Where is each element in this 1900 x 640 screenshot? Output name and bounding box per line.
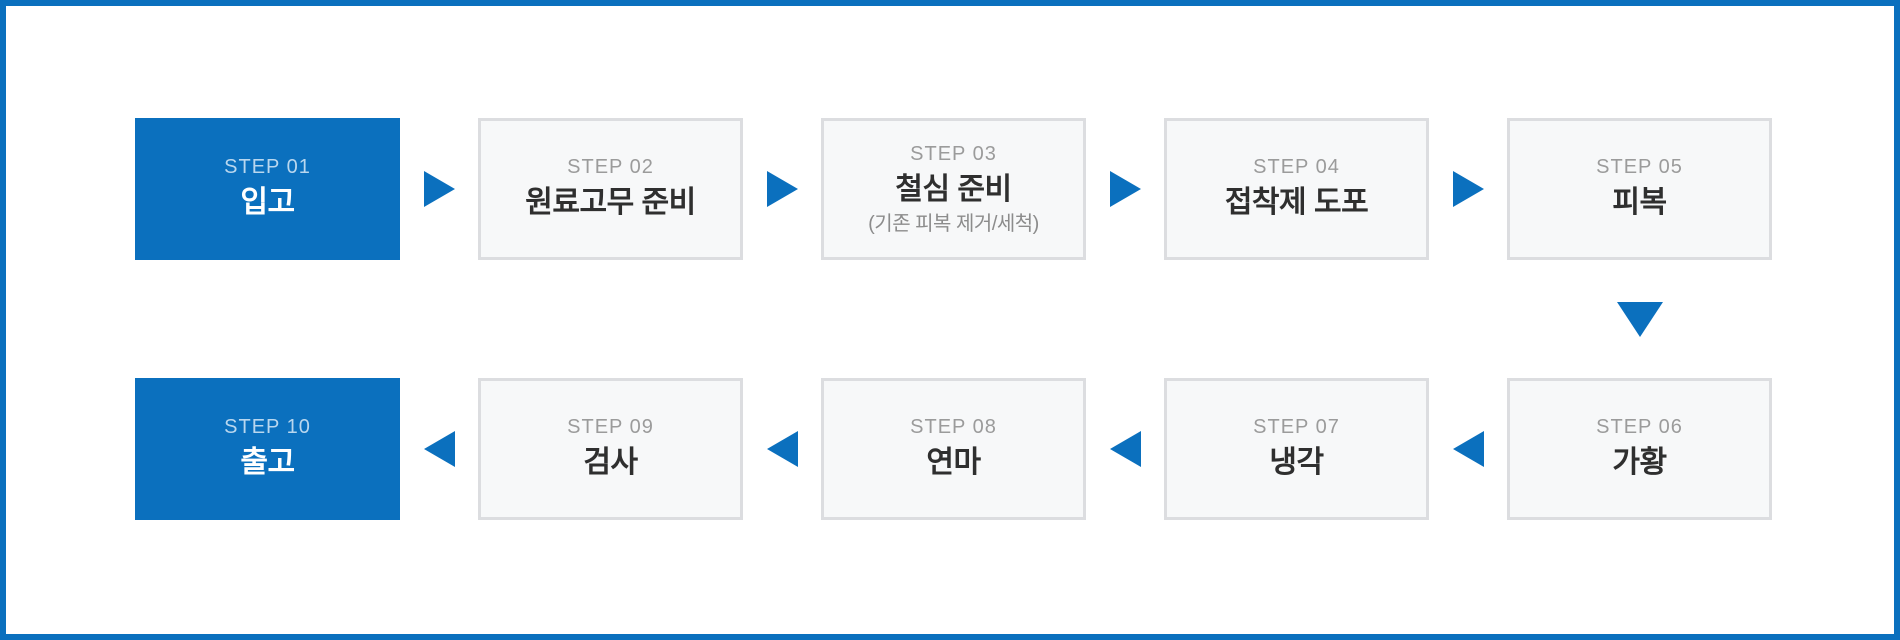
arrow-right-icon (1109, 171, 1141, 207)
step-05-label: STEP 05 (1596, 156, 1683, 179)
step-04-title: 접착제 도포 (1224, 186, 1369, 220)
arrow-cell (1429, 378, 1507, 520)
step-box-06: STEP 06 가황 (1507, 378, 1772, 520)
arrow-left-icon (1109, 431, 1141, 467)
step-01-title: 입고 (240, 186, 295, 220)
step-07-label: STEP 07 (1253, 416, 1340, 439)
step-02-label: STEP 02 (567, 156, 654, 179)
step-06-label: STEP 06 (1596, 416, 1683, 439)
step-box-08: STEP 08 연마 (821, 378, 1086, 520)
step-08-label: STEP 08 (910, 416, 997, 439)
arrow-cell (1429, 118, 1507, 260)
step-box-02: STEP 02 원료고무 준비 (478, 118, 743, 260)
flow-grid: STEP 01 입고 STEP 02 원료고무 준비 STEP 03 철심 준비… (135, 118, 1772, 520)
step-box-07: STEP 07 냉각 (1164, 378, 1429, 520)
step-09-label: STEP 09 (567, 416, 654, 439)
arrow-cell (743, 378, 821, 520)
step-01-label: STEP 01 (224, 156, 311, 179)
arrow-right-icon (1452, 171, 1484, 207)
step-box-10: STEP 10 출고 (135, 378, 400, 520)
step-05-title: 피복 (1612, 186, 1667, 220)
step-box-05: STEP 05 피복 (1507, 118, 1772, 260)
arrow-left-icon (766, 431, 798, 467)
arrow-right-icon (423, 171, 455, 207)
arrow-left-icon (1452, 431, 1484, 467)
step-box-09: STEP 09 검사 (478, 378, 743, 520)
step-03-label: STEP 03 (910, 142, 997, 165)
step-box-03: STEP 03 철심 준비 (기존 피복 제거/세척) (821, 118, 1086, 260)
arrow-cell (1507, 260, 1772, 378)
step-10-label: STEP 10 (224, 416, 311, 439)
arrow-down-icon (1616, 301, 1663, 337)
step-box-01: STEP 01 입고 (135, 118, 400, 260)
step-box-04: STEP 04 접착제 도포 (1164, 118, 1429, 260)
step-03-subtitle: (기존 피복 제거/세척) (868, 213, 1039, 236)
step-02-title: 원료고무 준비 (525, 186, 696, 220)
step-10-title: 출고 (240, 446, 295, 480)
arrow-cell (1086, 378, 1164, 520)
arrow-cell (400, 118, 478, 260)
arrow-right-icon (766, 171, 798, 207)
arrow-cell (400, 378, 478, 520)
arrow-cell (1086, 118, 1164, 260)
step-08-title: 연마 (926, 446, 981, 480)
step-03-title: 철심 준비 (895, 172, 1012, 206)
step-06-title: 가황 (1612, 446, 1667, 480)
arrow-left-icon (423, 431, 455, 467)
step-04-label: STEP 04 (1253, 156, 1340, 179)
step-09-title: 검사 (583, 446, 638, 480)
step-07-title: 냉각 (1269, 446, 1324, 480)
arrow-cell (743, 118, 821, 260)
